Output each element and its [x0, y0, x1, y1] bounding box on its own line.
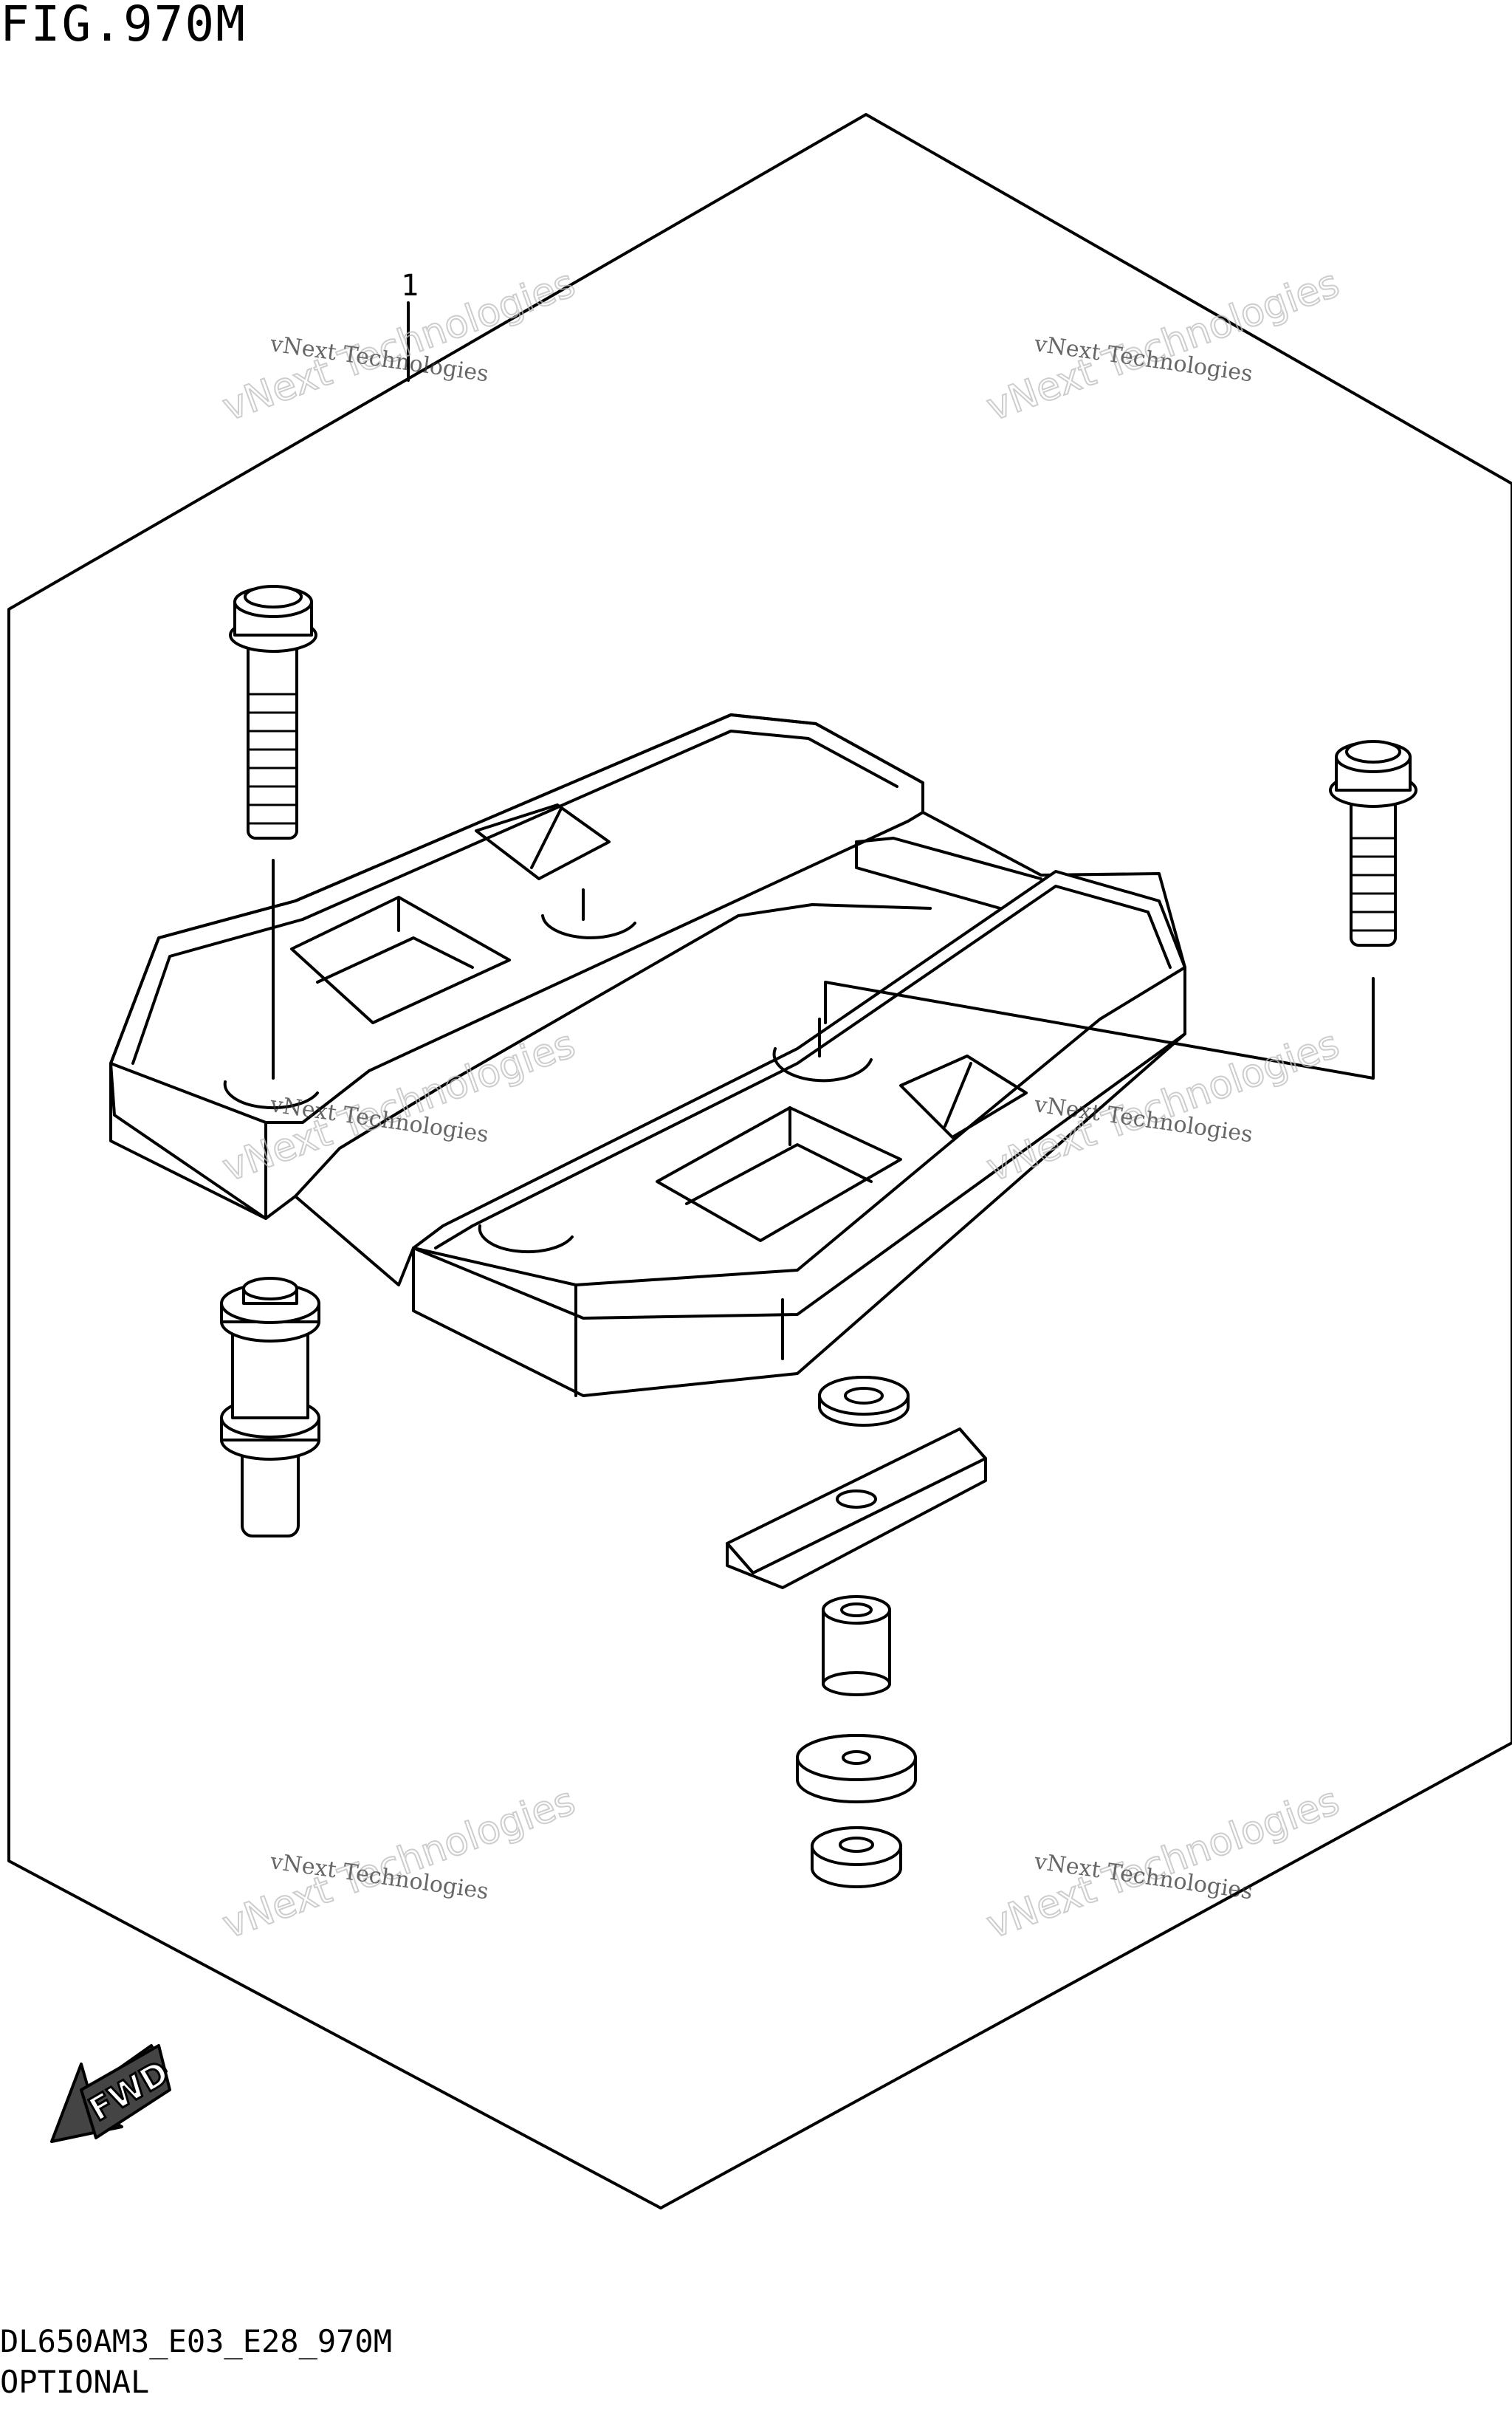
assembly-boundary: [7, 113, 1512, 2209]
diagram-code: DL650AM3_E03_E28_970M: [0, 2323, 393, 2359]
flange-nut[interactable]: [811, 1826, 902, 1888]
washer-upper[interactable]: [818, 1376, 910, 1427]
leader-right-bolt: [824, 977, 1375, 1080]
stud[interactable]: [220, 1277, 320, 1537]
carrier-plate[interactable]: [109, 713, 1186, 1397]
bolt-left[interactable]: [229, 585, 317, 840]
mounting-plate[interactable]: [726, 1427, 987, 1589]
forward-arrow-icon: FWD: [50, 2044, 176, 2143]
watermark-top-right: vNext Technologies vNext Technologies: [980, 261, 1346, 431]
figure-title: FIG.970M: [0, 0, 247, 52]
watermark-top-left: vNext Technologies vNext Technologies: [216, 261, 582, 431]
diagram-note: OPTIONAL: [0, 2364, 150, 2400]
watermark-bottom-left: vNext Technologies vNext Technologies: [216, 1778, 582, 1948]
collar[interactable]: [822, 1595, 891, 1696]
bolt-right[interactable]: [1329, 740, 1418, 947]
callout-1-label[interactable]: 1: [401, 269, 419, 303]
washer-lower[interactable]: [796, 1734, 917, 1803]
